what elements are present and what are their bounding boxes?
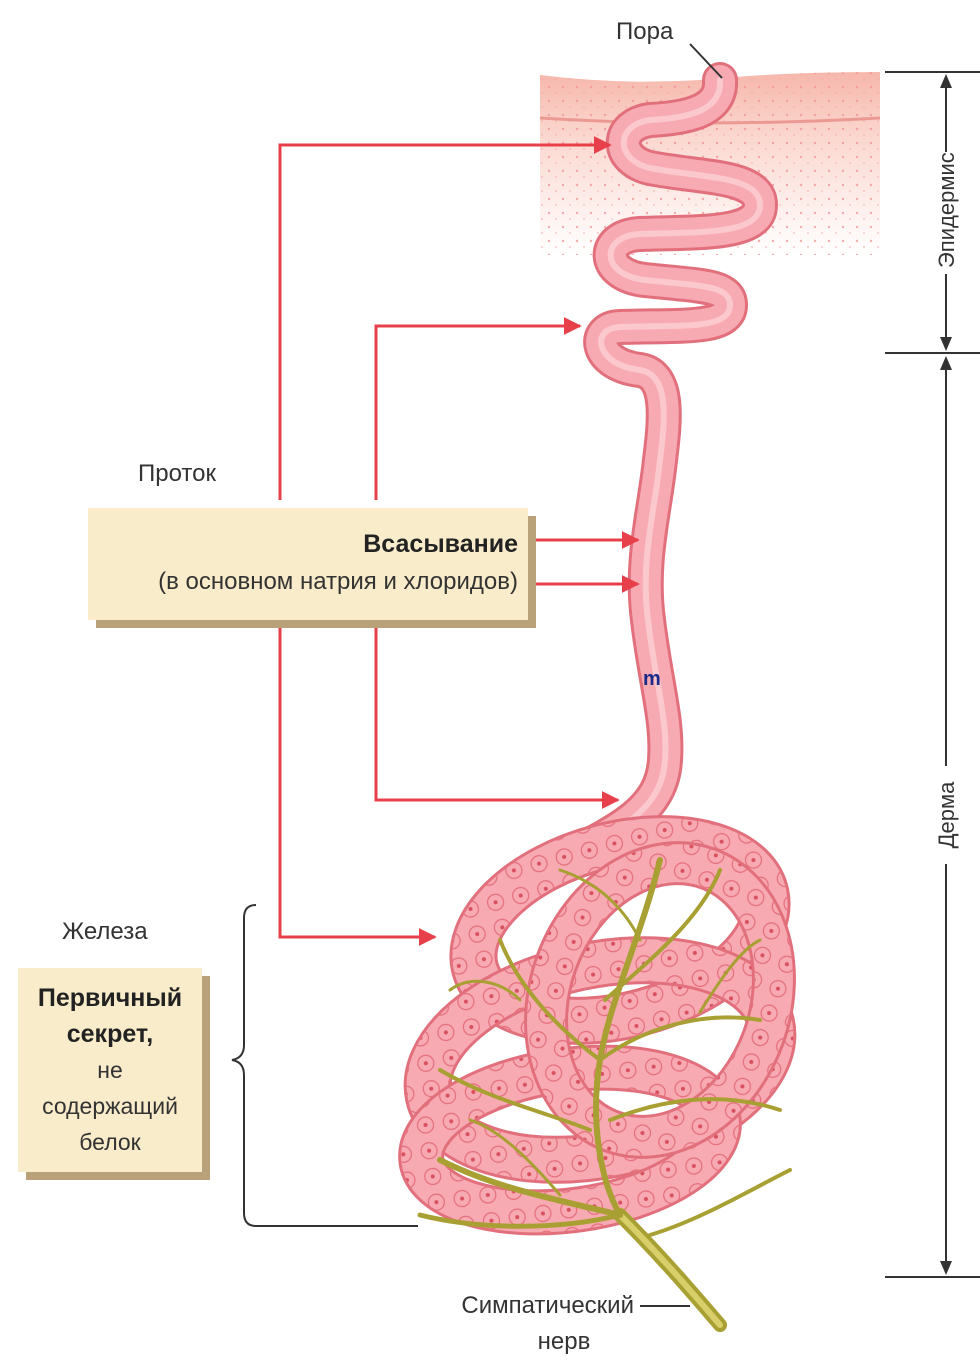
arrow-to-mid-duct bbox=[376, 326, 580, 500]
nerve-label-line1: Симпатический bbox=[424, 1292, 634, 1320]
arrow-to-gland bbox=[280, 620, 435, 937]
absorption-note: (в основном натрия и хлоридов) bbox=[158, 568, 518, 596]
nerve-label: Симпатический нерв bbox=[424, 1292, 634, 1356]
gland-label: Железа bbox=[62, 918, 148, 946]
dermis-label: Дерма bbox=[934, 766, 960, 864]
duct-label: Проток bbox=[138, 460, 216, 488]
primary-secret-title: Первичный bbox=[18, 980, 202, 1016]
primary-secret-line5: белок bbox=[18, 1124, 202, 1160]
layer-scale bbox=[885, 72, 980, 1277]
primary-secret-title-2: секрет, bbox=[18, 1016, 202, 1052]
arrow-to-lower-duct bbox=[376, 620, 618, 800]
primary-secret-line4: содержащий bbox=[18, 1088, 202, 1124]
pore-label: Пора bbox=[616, 18, 673, 46]
duct-marker: m bbox=[643, 668, 661, 691]
nerve-label-line2: нерв bbox=[424, 1328, 634, 1356]
gland-brace bbox=[232, 905, 418, 1226]
absorption-box: Всасывание (в основном натрия и хлоридов… bbox=[88, 508, 528, 620]
epidermis-label: Эпидермис bbox=[934, 152, 960, 274]
absorption-title: Всасывание bbox=[363, 530, 518, 559]
primary-secret-box: Первичный секрет, не содержащий белок bbox=[18, 968, 202, 1172]
primary-secret-line3: не bbox=[18, 1052, 202, 1088]
